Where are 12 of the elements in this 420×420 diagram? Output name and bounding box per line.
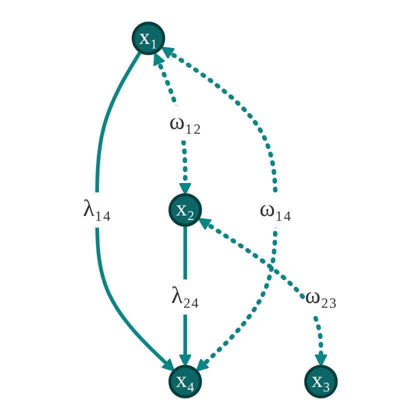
node-circle: x₁ [132, 22, 166, 56]
edge-label: λ₂₄ [171, 284, 200, 309]
node-circle: x₄ [168, 364, 202, 398]
edge-label: λ₁₄ [83, 196, 111, 222]
arrow [198, 218, 328, 367]
node-circle: x₃ [304, 364, 338, 398]
node-circle: x₂ [168, 193, 202, 227]
arrow [95, 50, 175, 372]
edge-label: ω₁₂ [169, 110, 202, 135]
edge-label: ω₂₃ [304, 284, 337, 309]
edge-label: ω₁₄ [259, 196, 292, 222]
arrow [161, 46, 278, 372]
